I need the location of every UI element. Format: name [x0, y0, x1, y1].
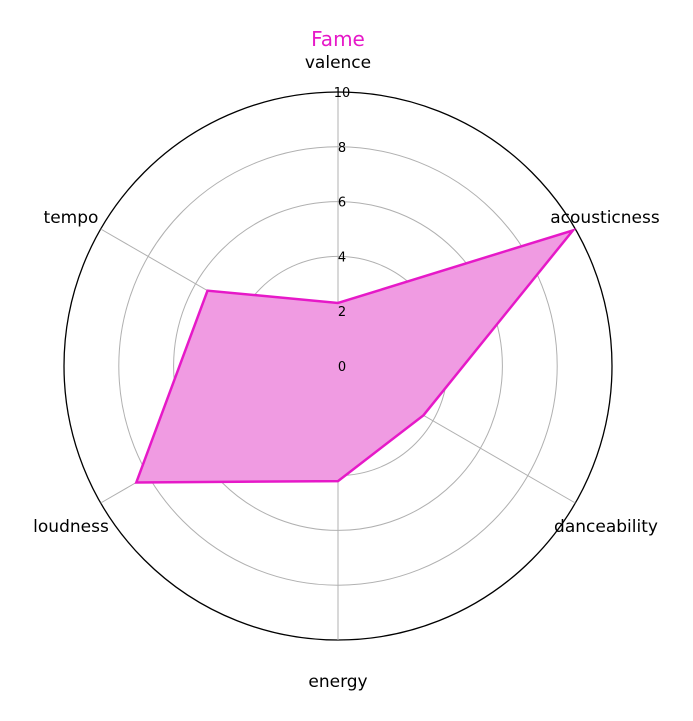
radial-tick-labels: 0 2 4 6 8 10 — [334, 86, 351, 375]
radar-area — [134, 227, 577, 484]
axis-label-acousticness: acousticness — [550, 208, 660, 228]
tick-label-4: 4 — [338, 250, 346, 265]
axis-label-energy: energy — [308, 672, 367, 692]
axis-label-tempo: tempo — [44, 208, 99, 228]
axis-label-danceability: danceability — [554, 517, 658, 537]
tick-label-6: 6 — [338, 196, 346, 211]
axis-label-valence: valence — [305, 53, 371, 73]
tick-label-10: 10 — [334, 86, 351, 101]
tick-label-2: 2 — [338, 305, 346, 320]
series-polygon — [134, 227, 577, 484]
axis-labels: valence acousticness danceability energy lou… — [33, 53, 660, 692]
tick-label-0: 0 — [338, 360, 346, 375]
chart-title: Fame — [311, 27, 365, 51]
axis-label-loudness: loudness — [33, 517, 109, 537]
tick-label-8: 8 — [338, 141, 346, 156]
